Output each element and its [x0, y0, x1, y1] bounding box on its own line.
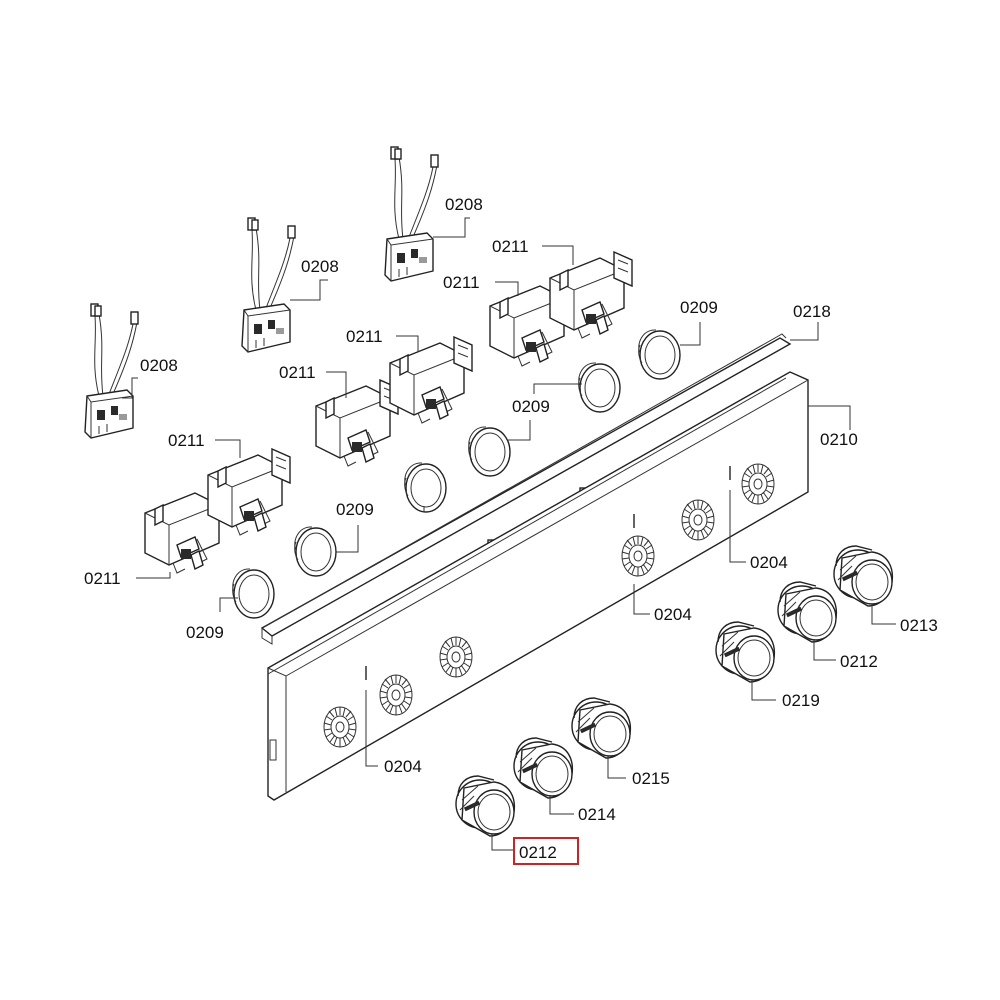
panel-insert — [365, 666, 378, 767]
panel-insert — [633, 514, 650, 615]
label-valve-4: 0211 — [346, 327, 383, 346]
knob-0215 — [571, 697, 632, 779]
label-valve-3: 0211 — [279, 363, 316, 382]
label-valve-6: 0211 — [492, 237, 529, 256]
bezel-ring — [293, 525, 359, 577]
label-ring-2: 0209 — [336, 500, 374, 519]
label-knob-0213: 0213 — [900, 616, 938, 635]
gas-valve — [389, 335, 473, 424]
label-insert-3: 0204 — [750, 553, 788, 572]
highlight-box — [513, 837, 579, 865]
knob-0213 — [833, 545, 896, 625]
label-strip: 0218 — [793, 302, 831, 321]
trim-strip — [260, 322, 819, 645]
label-knob-0212: 0212 — [840, 652, 878, 671]
label-switch-c: 0208 — [445, 195, 483, 214]
label-switch-a: 0208 — [140, 356, 178, 375]
ignition-switch — [84, 303, 139, 439]
knob-0212-highlighted — [455, 775, 516, 851]
panel-insert — [729, 466, 746, 563]
label-valve-2: 0211 — [168, 431, 205, 450]
bezel-ring — [577, 362, 621, 413]
control-panel — [267, 371, 851, 801]
bezel-ring — [219, 568, 275, 619]
bezel-ring — [467, 420, 531, 477]
gas-valve — [315, 371, 399, 467]
label-knob-0214: 0214 — [578, 805, 616, 824]
label-ring-4: 0209 — [680, 298, 718, 317]
bezel-ring — [403, 462, 447, 513]
label-panel: 0210 — [820, 430, 858, 449]
label-valve-1: 0211 — [84, 569, 121, 588]
label-knob-0212-highlighted: 0212 — [519, 843, 557, 862]
label-ring-3: 0209 — [512, 397, 550, 416]
label-ring-1: 0209 — [186, 623, 224, 642]
gas-valve — [542, 245, 633, 339]
label-insert-1: 0204 — [384, 757, 422, 776]
ignition-switch — [384, 146, 470, 282]
gas-valve — [489, 279, 573, 367]
knob-0219 — [715, 621, 776, 701]
ignition-switch — [241, 217, 328, 353]
label-insert-2: 0204 — [654, 605, 692, 624]
bezel-ring — [637, 322, 701, 380]
label-valve-5: 0211 — [443, 273, 480, 292]
gas-valve — [207, 439, 291, 536]
label-knob-0215: 0215 — [632, 769, 670, 788]
knob-0212 — [777, 581, 838, 661]
gas-valve — [136, 486, 228, 579]
knob-0214 — [513, 737, 574, 815]
label-switch-b: 0208 — [301, 257, 339, 276]
label-knob-0219: 0219 — [782, 691, 820, 710]
